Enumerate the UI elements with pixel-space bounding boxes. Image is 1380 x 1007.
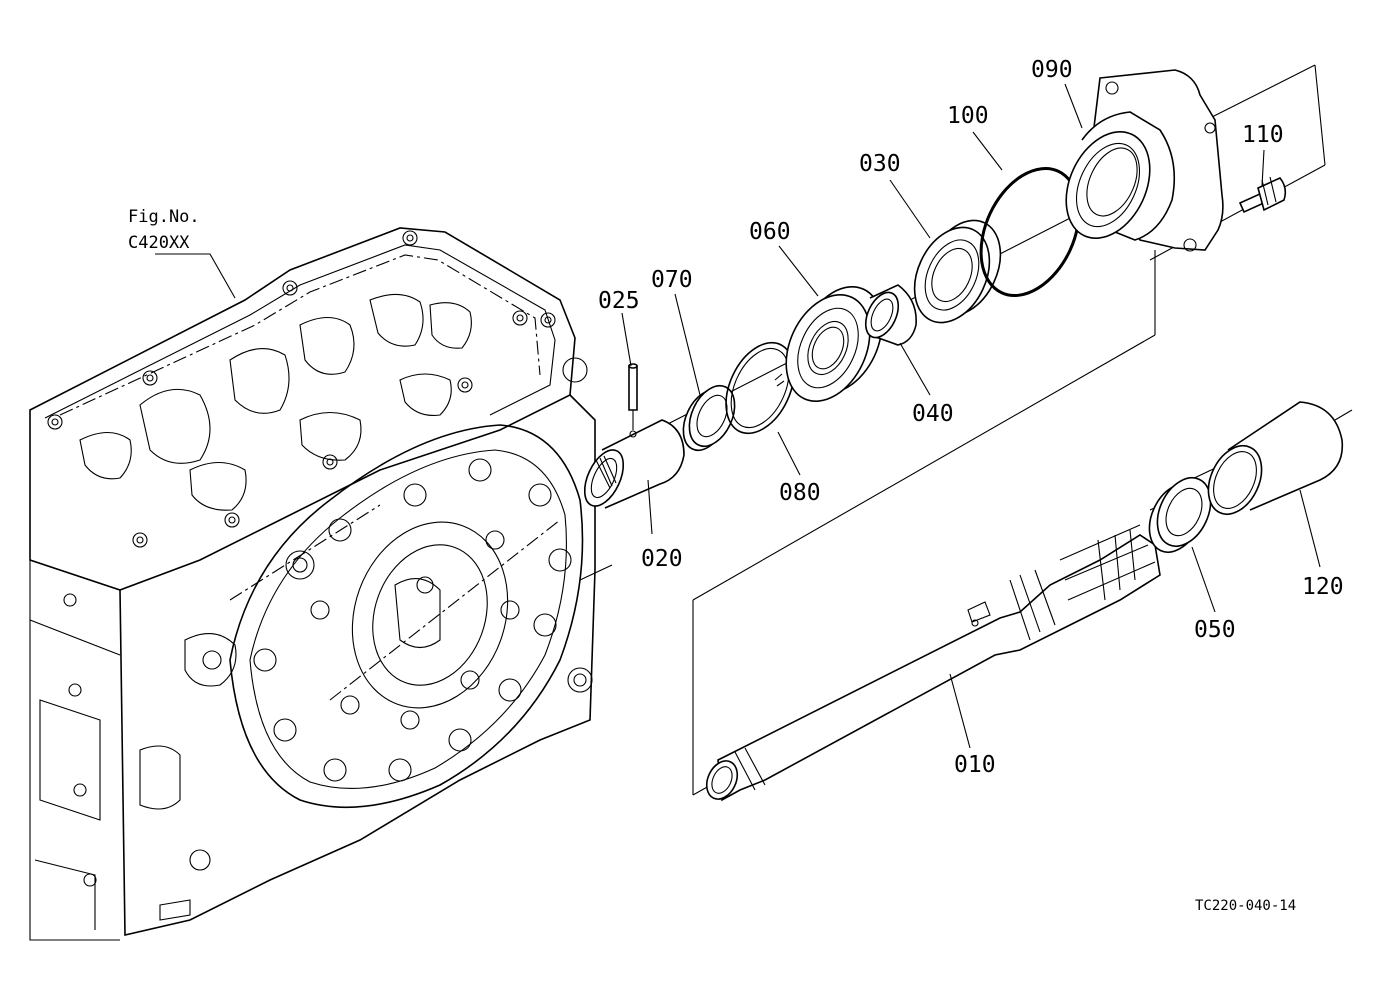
part-040-collar [864, 284, 917, 346]
part-025-pin [628, 363, 638, 430]
fig-caption: Fig.No. [128, 207, 200, 227]
figure-reference: Fig.No. C420XX [128, 207, 200, 253]
transmission-case [29, 227, 613, 941]
callout-060: 060 [749, 219, 791, 245]
part-080-circlip [725, 341, 795, 435]
fig-number: C420XX [128, 233, 190, 253]
part-120-sleeve [1207, 401, 1344, 515]
callout-090: 090 [1031, 57, 1073, 83]
part-010-shaft [705, 524, 1161, 802]
callout-110: 110 [1242, 122, 1284, 148]
callout-030: 030 [859, 151, 901, 177]
part-020-sleeve [583, 419, 685, 509]
leader-lines [155, 83, 1321, 749]
part-callouts: 010 020 025 030 040 050 060 070 080 090 … [598, 57, 1344, 778]
part-060-bearing [785, 285, 883, 403]
part-090-housing [1065, 69, 1224, 252]
part-050-seal [1148, 477, 1212, 553]
callout-100: 100 [947, 103, 989, 129]
callout-120: 120 [1302, 574, 1344, 600]
callout-010: 010 [954, 752, 996, 778]
part-030-bearing [913, 219, 1002, 324]
callout-020: 020 [641, 546, 683, 572]
part-100-o-ring [979, 166, 1081, 298]
callout-050: 050 [1194, 617, 1236, 643]
part-110-bolt [1238, 176, 1287, 214]
part-070-seal [682, 384, 736, 452]
callout-070: 070 [651, 267, 693, 293]
callout-040: 040 [912, 401, 954, 427]
callout-025: 025 [598, 288, 640, 314]
drawing-code: TC220-040-14 [1195, 898, 1296, 914]
callout-080: 080 [779, 480, 821, 506]
